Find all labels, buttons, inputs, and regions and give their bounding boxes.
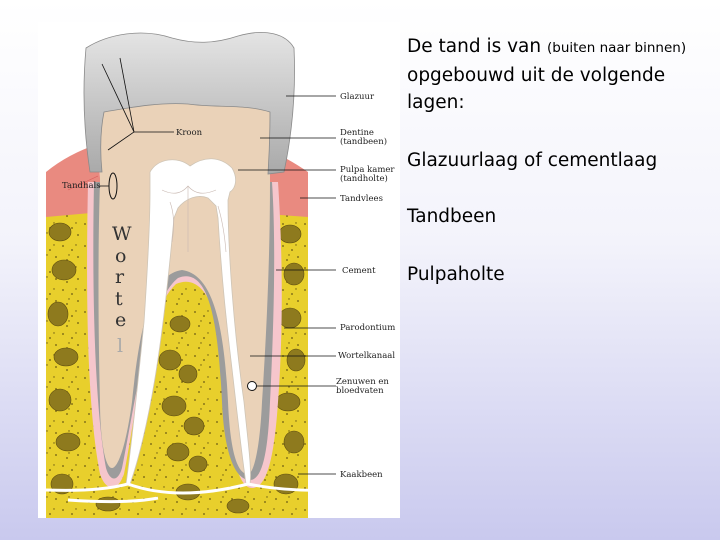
wortel-letter-e: e — [115, 309, 126, 331]
wortel-letter-t: t — [115, 288, 123, 310]
kroon-lead-2 — [107, 57, 135, 151]
nerve-lines — [161, 185, 227, 253]
intro-part2: (buiten naar binnen) — [547, 40, 687, 56]
layer-item-glazuurlaag: Glazuurlaag of cementlaag — [407, 150, 658, 171]
label-glazuur: Glazuur — [340, 92, 375, 102]
label-wortelkanaal: Wortelkanaal — [338, 351, 395, 361]
label-zenuwen: Zenuwen en — [336, 377, 389, 387]
wortel-label: W o r t e l — [112, 223, 132, 357]
label-parodontium: Parodontium — [340, 323, 395, 333]
enamel-shape — [83, 32, 295, 175]
layer-item-pulpaholte: Pulpaholte — [407, 264, 505, 285]
label-dentine-sub: (tandbeen) — [340, 136, 387, 147]
label-zenuwen-sub: bloedvaten — [336, 386, 384, 396]
tooth-diagram: W o r t e l Glazuur Kroon Dentine (tandb… — [38, 22, 400, 518]
label-tandhals: Tandhals — [62, 181, 101, 191]
text-panel: De tand is van (buiten naar binnen) opge… — [407, 33, 717, 285]
intro-part3: opgebouwd uit de volgende lagen: — [407, 65, 666, 113]
layer-item-tandbeen: Tandbeen — [407, 206, 497, 227]
intro-text: De tand is van (buiten naar binnen) opge… — [407, 33, 717, 116]
label-kroon: Kroon — [176, 128, 203, 138]
wortel-letter-w: W — [112, 223, 132, 245]
pulp-shape — [125, 158, 251, 485]
label-kaakbeen: Kaakbeen — [340, 470, 383, 480]
label-cement: Cement — [342, 266, 376, 276]
wortel-letter-o: o — [115, 245, 126, 267]
label-pulpa: Pulpa kamer — [340, 165, 395, 175]
intro-part1: De tand is van — [407, 36, 547, 57]
wortel-letter-r: r — [115, 266, 125, 288]
zenuwen-marker — [247, 381, 257, 391]
wortel-letter-l: l — [117, 335, 123, 357]
label-dentine: Dentine — [340, 128, 374, 138]
label-pulpa-sub: (tandholte) — [340, 173, 388, 184]
gumline — [67, 175, 99, 191]
blood-vessels — [45, 482, 339, 504]
label-tandvlees: Tandvlees — [340, 194, 383, 204]
